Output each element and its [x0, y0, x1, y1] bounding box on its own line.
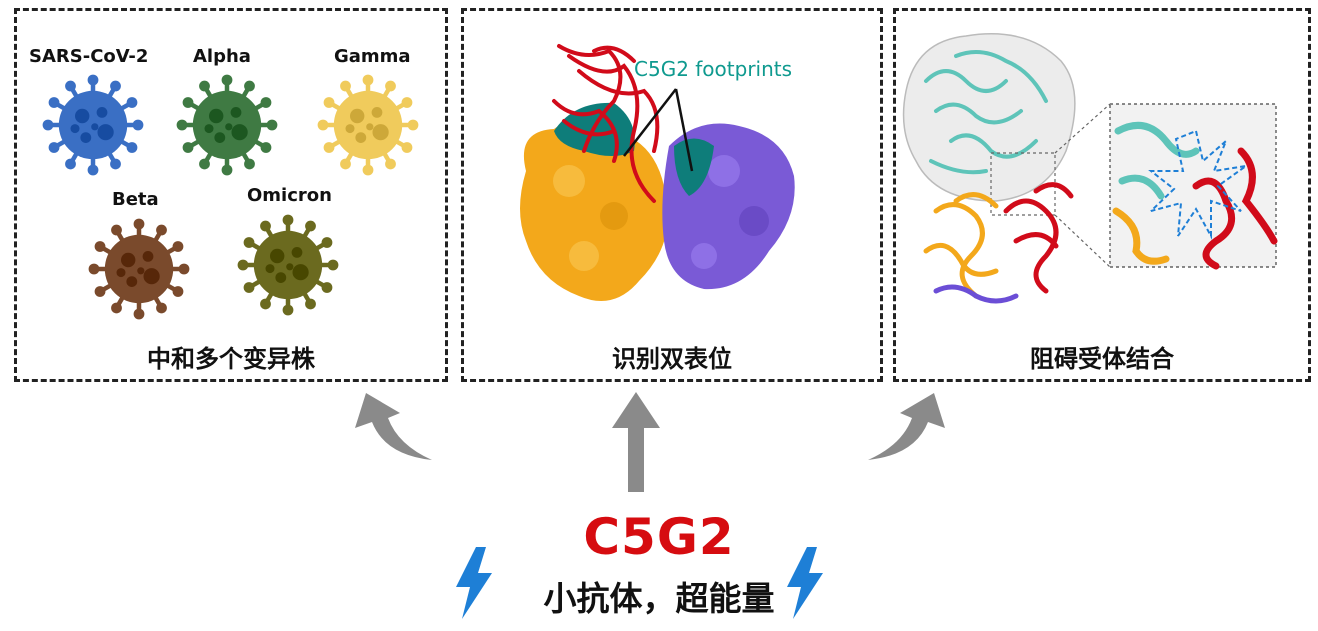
panel-caption-epitopes: 识别双表位: [612, 345, 732, 373]
panel-variants: SARS-CoV-2 Alpha Gamma Beta Omicron 中和多个…: [14, 8, 448, 382]
product-name: C5G2: [583, 508, 735, 566]
product-slogan: 小抗体，超能量: [543, 579, 775, 618]
curved-arrow-icon: [868, 393, 945, 460]
virus-icon: [317, 74, 419, 176]
virus-icon: [88, 218, 190, 320]
panel-caption-receptor: 阻碍受体结合: [1030, 345, 1174, 373]
variant-label-alpha: Alpha: [193, 46, 251, 67]
lightning-bolt-icon: [787, 547, 823, 619]
virus-icon: [176, 74, 278, 176]
straight-arrow-icon: [612, 392, 660, 492]
panel-epitopes: C5G2 footprints 识别双表位: [461, 8, 883, 382]
variant-label-gamma: Gamma: [334, 46, 411, 67]
protein-structure-image: [902, 33, 1278, 304]
virus-icon: [237, 214, 339, 316]
variant-label-beta: Beta: [112, 189, 159, 210]
footprints-annotation: C5G2 footprints: [634, 57, 793, 81]
panel-receptor: 阻碍受体结合: [893, 8, 1311, 382]
protein-structure-image: [520, 44, 795, 302]
virus-icon: [42, 74, 144, 176]
variant-label-sars-cov-2: SARS-CoV-2: [29, 46, 149, 67]
curved-arrow-icon: [355, 393, 432, 460]
panel-caption-variants: 中和多个变异株: [147, 345, 315, 373]
lightning-bolt-icon: [456, 547, 492, 619]
variant-label-omicron: Omicron: [247, 185, 332, 206]
